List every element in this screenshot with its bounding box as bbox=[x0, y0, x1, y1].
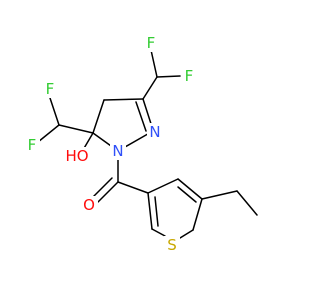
hydroxyl-label: HO bbox=[62, 147, 92, 165]
svg-text:N: N bbox=[112, 142, 123, 160]
svg-text:O: O bbox=[83, 196, 95, 214]
bond bbox=[192, 198, 203, 231]
bond bbox=[150, 49, 158, 78]
svg-text:N: N bbox=[149, 123, 160, 141]
carbonyl-oxygen-label: O bbox=[80, 196, 98, 214]
svg-text:F: F bbox=[46, 80, 55, 98]
bond bbox=[201, 190, 238, 200]
svg-text:F: F bbox=[147, 34, 156, 52]
svg-text:F: F bbox=[28, 136, 37, 154]
molecule-structure: F F F F N N HO O bbox=[24, 34, 258, 254]
bond bbox=[154, 196, 159, 227]
svg-text:HO: HO bbox=[65, 147, 88, 165]
bond bbox=[97, 181, 119, 203]
bond bbox=[151, 228, 166, 237]
amide-nitrogen-label: N bbox=[110, 142, 126, 160]
bond bbox=[92, 99, 105, 134]
bond bbox=[177, 178, 203, 200]
bond bbox=[91, 177, 113, 199]
fluorine-label: F bbox=[24, 136, 40, 154]
fluorine-label: F bbox=[181, 67, 197, 85]
fluorine-label: F bbox=[42, 80, 58, 98]
sulfur-label: S bbox=[164, 236, 180, 254]
bond bbox=[37, 124, 60, 143]
bond bbox=[147, 178, 179, 194]
bond bbox=[135, 101, 147, 132]
svg-text:F: F bbox=[185, 67, 194, 85]
bond bbox=[156, 75, 181, 78]
bond bbox=[236, 190, 258, 216]
bond bbox=[142, 76, 158, 100]
bond bbox=[177, 186, 197, 203]
ring-nitrogen-label: N bbox=[147, 123, 163, 141]
svg-text:S: S bbox=[167, 236, 177, 254]
bond bbox=[103, 98, 144, 101]
atom-labels: F F F F N N HO O bbox=[24, 34, 197, 254]
bond bbox=[49, 97, 60, 126]
bond bbox=[117, 181, 149, 194]
fluorine-label: F bbox=[143, 34, 159, 52]
bond bbox=[58, 124, 94, 134]
bonds bbox=[37, 49, 258, 239]
bond bbox=[147, 192, 153, 230]
bond bbox=[179, 229, 194, 239]
